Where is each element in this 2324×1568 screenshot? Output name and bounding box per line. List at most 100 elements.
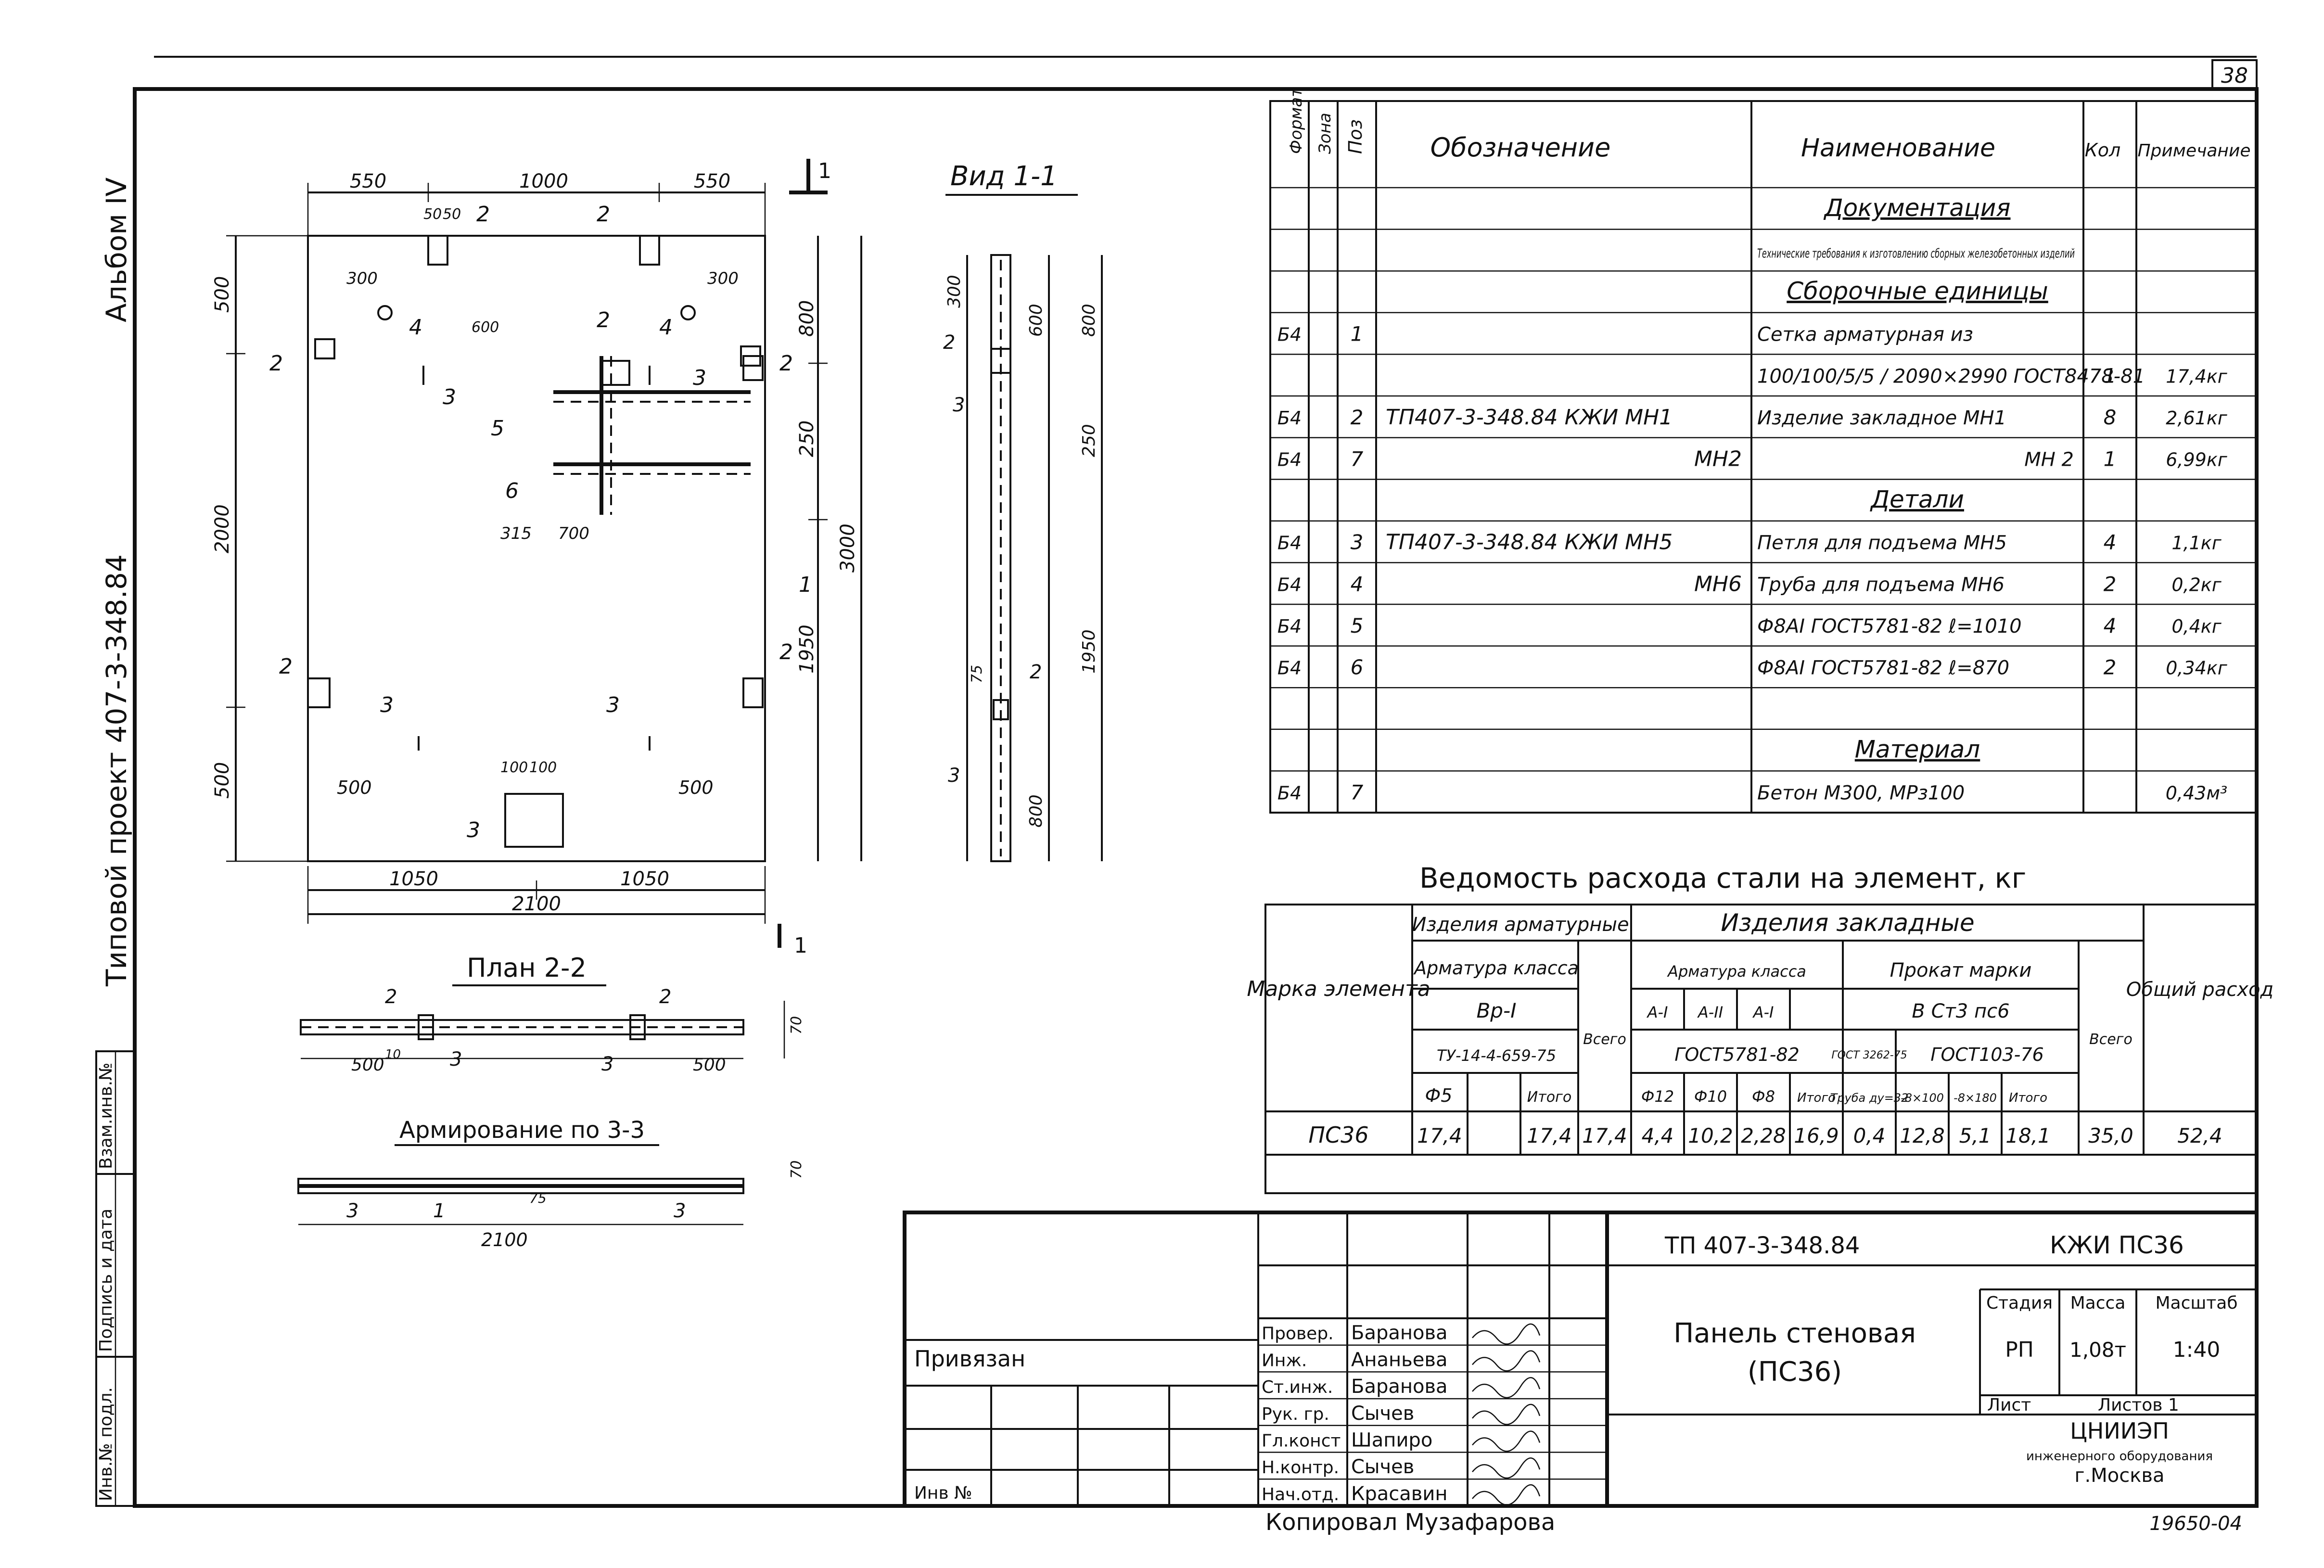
dim-misc: 315: [500, 524, 532, 543]
pos-label: 2: [659, 986, 671, 1008]
plan-dim: 500: [351, 1055, 384, 1075]
arm-dim: 70: [788, 1160, 805, 1179]
spec-note: 0,34кг: [2166, 657, 2228, 678]
steel-h-mark: Марка элемента: [1247, 977, 1430, 1001]
steel-cell: 10,2: [1688, 1124, 1733, 1147]
stamp-label-3: Инв.№ подл.: [96, 1387, 116, 1501]
doc-code: ТП 407-3-348.84: [1664, 1232, 1860, 1259]
dim-bottom-total: 2100: [512, 893, 561, 915]
title-line-2: (ПС36): [1748, 1356, 1842, 1388]
dim-misc: 500: [337, 777, 372, 798]
steel-h-vsego: Всего: [1583, 1031, 1626, 1048]
pos-label: 2: [597, 308, 610, 332]
people-name: Ананьева: [1351, 1349, 1447, 1371]
steel-h-truba: Труба ду=32: [1830, 1091, 1909, 1105]
page-number-box: [2211, 59, 2258, 90]
dim-left-2: 2000: [211, 504, 233, 553]
steel-h-arm-items: Изделия арматурные: [1412, 914, 1629, 936]
steel-cell: 17,4: [1582, 1124, 1627, 1147]
spec-qty: 1: [2104, 447, 2117, 471]
bound-label: Привязан: [914, 1346, 1025, 1372]
pos-label: 2: [476, 202, 490, 227]
steel-h-embedded: Изделия закладные: [1721, 909, 1974, 937]
spec-format: Б4: [1277, 449, 1302, 470]
stage-header: Стадия: [1986, 1293, 2053, 1313]
panel-outline: [307, 235, 766, 862]
steel-cell: 2,28: [1741, 1124, 1786, 1147]
spec-format: Б4: [1277, 616, 1302, 637]
spec-qty: 4: [2104, 531, 2117, 554]
spec-name: Петля для подъема МН5: [1757, 532, 2007, 554]
pos-label: 3: [450, 1048, 462, 1071]
panel-elevation: 550 1000 550 1 1 1050 1050 2100 500 2000…: [211, 159, 862, 958]
signature-mark: [1472, 1323, 1541, 1345]
steel-cell: 5,1: [1959, 1124, 1992, 1147]
spec-name: Бетон М300, МРз100: [1757, 782, 1965, 804]
spec-h-zone: Зона: [1315, 113, 1335, 154]
steel-cell: 17,4: [1527, 1124, 1572, 1147]
steel-h-itogo: Итого: [1527, 1089, 1571, 1106]
spec-format: Б4: [1277, 574, 1302, 595]
spec-pos: 7: [1351, 447, 1364, 471]
pos-label: 4: [659, 315, 673, 340]
steel-h-f5: Ф5: [1425, 1085, 1453, 1106]
steel-cell: 0,4: [1853, 1124, 1886, 1147]
spec-note: 6,99кг: [2166, 449, 2228, 470]
spec-pos: 3: [1351, 531, 1364, 554]
sheets-header: Листов 1: [2098, 1395, 2179, 1415]
spec-name: Сетка арматурная из: [1757, 324, 1973, 346]
spec-format: Б4: [1277, 657, 1302, 678]
steel-h-itogo3: Итого: [2009, 1091, 2047, 1105]
steel-h-gost103: ГОСТ103-76: [1930, 1044, 2043, 1065]
dim-misc: 300: [707, 269, 739, 288]
side-dim: 800: [1026, 794, 1046, 828]
dim-top-3: 550: [694, 170, 730, 192]
pos-label: 3: [380, 693, 394, 717]
pos-label: 3: [606, 693, 620, 717]
spec-note: 17,4кг: [2166, 366, 2228, 387]
project-label: Типовой проект 407-3-348.84: [100, 554, 133, 987]
pos-label: 1: [433, 1200, 445, 1222]
pos-label: 2: [779, 640, 793, 664]
steel-table: Марка элемента Изделия арматурные Армату…: [1247, 904, 2273, 1194]
steel-h-tu: ТУ-14-4-659-75: [1437, 1046, 1556, 1065]
spec-qty: 4: [2104, 614, 2117, 637]
steel-cell: 18,1: [2005, 1124, 2051, 1147]
steel-h-vr: Вр-I: [1476, 999, 1516, 1022]
scale-value: 1:40: [2173, 1338, 2221, 1362]
arm-dim: 75: [529, 1190, 547, 1206]
pos-label: 2: [943, 331, 955, 354]
steel-h-arm-class2: Арматура класса: [1667, 962, 1806, 981]
dim-misc: 50: [423, 206, 442, 223]
spec-format: Б4: [1277, 533, 1302, 554]
steel-h-arm-class: Арматура класса: [1413, 957, 1579, 979]
dim-misc: 300: [346, 269, 378, 288]
spec-format: Б4: [1277, 324, 1302, 345]
spec-pos: 7: [1351, 780, 1364, 804]
people-role: Инж.: [1262, 1351, 1307, 1370]
pos-label: 3: [953, 394, 965, 416]
signature-mark: [1472, 1457, 1541, 1479]
steel-cell: 52,4: [2177, 1124, 2222, 1147]
people-role: Гл.конст: [1262, 1431, 1341, 1451]
inv-label: Инв №: [914, 1483, 972, 1503]
spec-section: Сборочные единицы: [1787, 277, 2048, 305]
plan-dim: 500: [693, 1055, 726, 1075]
spec-designation: ТП407-3-348.84 КЖИ МН5: [1386, 530, 1673, 555]
spec-note: 2,61кг: [2166, 408, 2228, 429]
spec-qty: 8: [2104, 406, 2117, 429]
side-dim: 250: [1079, 424, 1099, 457]
spec-note: 0,4кг: [2171, 616, 2222, 637]
title-block: Привязан Инв № ТП 407-3-348.84 КЖИ ПС36 …: [903, 1211, 2259, 1508]
doc-mark: КЖИ ПС36: [2050, 1231, 2184, 1259]
pos-label: 1: [799, 573, 812, 597]
dim-right-total: 3000: [837, 523, 859, 573]
pos-label: 3: [601, 1053, 613, 1075]
spec-h-note: Примечание: [2137, 141, 2250, 161]
dim-right-3: 1950: [796, 625, 818, 674]
people-name: Баранова: [1351, 1322, 1448, 1344]
spec-h-name: Наименование: [1801, 134, 1995, 163]
pos-label: 3: [693, 366, 706, 390]
